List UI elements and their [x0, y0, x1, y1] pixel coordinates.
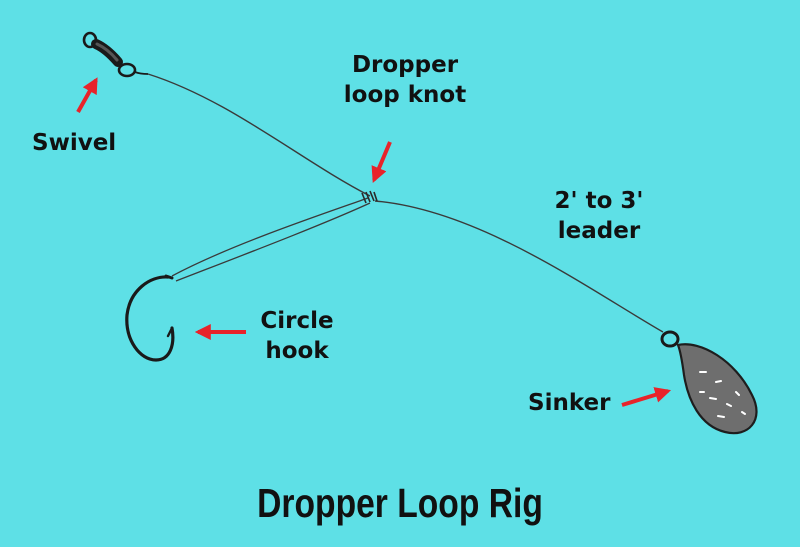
sinker [660, 330, 758, 435]
leader-line [374, 200, 664, 333]
sinker-arrow [621, 387, 672, 407]
main-line [147, 73, 371, 197]
dropper-loop-knot-label-line-1: Dropper [351, 52, 459, 78]
swivel-arrow [76, 77, 98, 113]
leader-label: 2' to 3' leader [544, 186, 654, 246]
swivel-label: Swivel [32, 130, 117, 156]
circle-hook-label-line-1: Circle [260, 308, 334, 334]
dropper-loop-knot [361, 190, 378, 204]
dropper-loop-upper-strand [171, 197, 369, 277]
dropper-loop-knot-label-line-2: loop knot [343, 82, 467, 108]
dropper-loop-knot-arrow [371, 141, 392, 183]
diagram-title: Dropper Loop Rig [257, 480, 543, 526]
swivel [82, 31, 149, 78]
dropper-loop-knot-label: Dropper loop knot [330, 50, 480, 110]
sinker-label: Sinker [528, 390, 611, 416]
circle-hook-label: Circle hook [248, 306, 346, 366]
circle-hook [125, 274, 175, 362]
leader-label-line-2: leader [557, 218, 641, 244]
leader-label-line-1: 2' to 3' [554, 188, 644, 214]
circle-hook-label-line-2: hook [265, 338, 329, 364]
dropper-loop-lower-strand [175, 202, 371, 282]
